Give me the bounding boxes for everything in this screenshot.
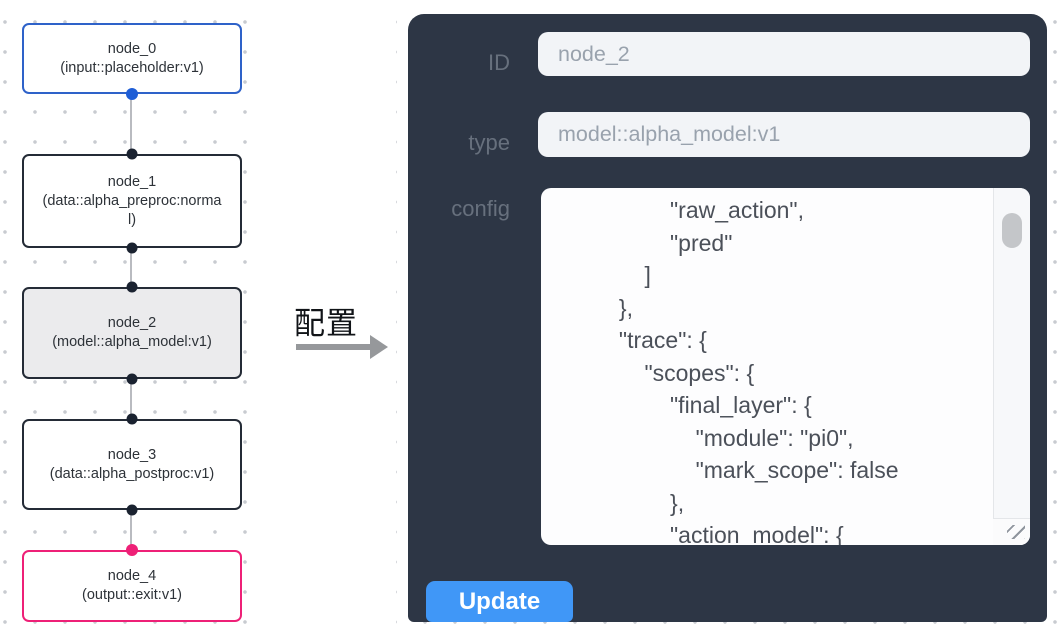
node-config-panel: ID type config "raw_action", "pred" ] },… [408, 14, 1047, 622]
node-0-label: node_0 [107, 40, 157, 57]
type-field-label: type [468, 130, 510, 155]
node-2-model-selected[interactable]: node_2 (model::alpha_model:v1) [22, 287, 242, 379]
node-3-label: node_3 [107, 446, 157, 463]
node-2-output-port[interactable] [126, 373, 138, 385]
id-field-label: ID [488, 50, 510, 75]
config-textarea[interactable]: "raw_action", "pred" ] }, "trace": { "sc… [541, 188, 1030, 545]
node-1-label: node_1 [107, 173, 157, 190]
node-3-postproc[interactable]: node_3 (data::alpha_postproc:v1) [22, 419, 242, 510]
edge-node2-node3 [130, 379, 132, 419]
node-2-input-port[interactable] [126, 281, 138, 293]
config-scrollbar-thumb[interactable] [1002, 213, 1022, 248]
resize-grip-icon [1007, 525, 1025, 539]
node-0-output-port[interactable] [126, 88, 138, 100]
node-4-type: (output::exit:v1) [82, 587, 182, 603]
config-json-text[interactable]: "raw_action", "pred" ] }, "trace": { "sc… [618, 197, 899, 545]
node-3-output-port[interactable] [126, 504, 138, 516]
annotation-background [272, 0, 396, 643]
node-4-output[interactable]: node_4 (output::exit:v1) [22, 550, 242, 622]
config-field-label: config [451, 196, 510, 221]
node-1-input-port[interactable] [126, 148, 138, 160]
config-resize-corner[interactable] [993, 518, 1030, 545]
update-button-label: Update [458, 587, 541, 615]
update-button[interactable]: Update [426, 581, 573, 622]
node-3-input-port[interactable] [126, 413, 138, 425]
edge-node0-node1 [130, 94, 132, 154]
id-input[interactable] [538, 32, 1030, 76]
node-1-output-port[interactable] [126, 242, 138, 254]
node-3-type: (data::alpha_postproc:v1) [49, 465, 215, 482]
right-arrow-icon [296, 335, 390, 359]
node-2-type: (model::alpha_model:v1) [52, 334, 212, 350]
node-1-type: (data::alpha_preproc:normal) [42, 192, 222, 228]
config-scrollbar-track[interactable] [993, 188, 1030, 545]
node-0-type: (input::placeholder:v1) [60, 59, 204, 76]
config-annotation-text: 配置 [294, 306, 358, 341]
node-4-input-port[interactable] [126, 544, 138, 556]
edge-node3-node4 [130, 510, 132, 550]
edge-node1-node2 [130, 248, 132, 287]
node-0-input[interactable]: node_0 (input::placeholder:v1) [22, 23, 242, 94]
node-4-label: node_4 [107, 568, 157, 584]
node-2-label: node_2 [107, 315, 157, 331]
type-input[interactable] [538, 112, 1030, 157]
node-1-preproc[interactable]: node_1 (data::alpha_preproc:normal) [22, 154, 242, 248]
